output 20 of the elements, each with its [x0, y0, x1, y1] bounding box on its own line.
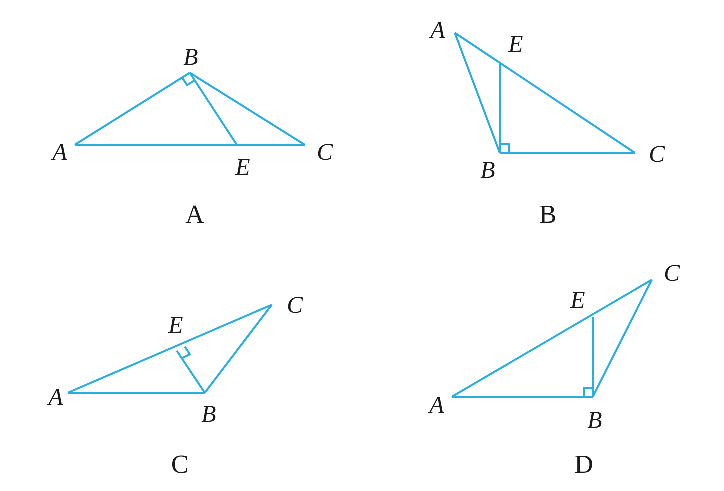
point-label: C	[649, 143, 665, 167]
point-label: B	[202, 403, 216, 427]
point-label: C	[287, 294, 303, 318]
point-label: A	[430, 394, 444, 418]
point-label: A	[48, 386, 64, 410]
point-label: E	[168, 314, 184, 338]
figure-caption: B	[539, 202, 557, 228]
point-label: B	[184, 46, 198, 70]
point-label: E	[570, 289, 586, 313]
point-label: E	[236, 156, 250, 180]
figure-caption: A	[186, 202, 204, 228]
point-label: B	[480, 159, 496, 183]
point-label: C	[664, 262, 680, 286]
point-label: A	[430, 19, 446, 43]
point-label: E	[508, 33, 524, 57]
figure-caption: C	[171, 452, 189, 478]
point-label: B	[588, 409, 602, 433]
point-label: A	[52, 141, 68, 165]
figure-caption: D	[574, 452, 594, 478]
point-label: C	[317, 141, 333, 165]
